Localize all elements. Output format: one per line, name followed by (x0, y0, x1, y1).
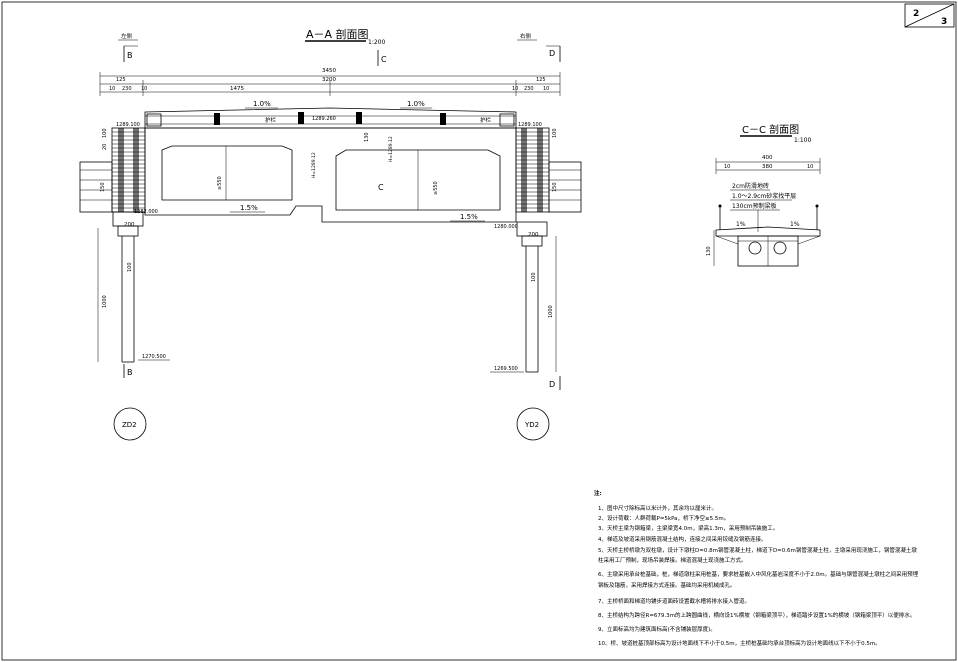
note-7: 7、主桥桥面和梯道均铺步道面砖设置截水槽将排水接入管道。 (598, 597, 750, 605)
note-9: 9、立面标高均为建筑面标高(不含铺装层厚度)。 (598, 625, 716, 633)
dim-550a: ≥550 (217, 176, 223, 190)
section-aa-scale: 1:200 (368, 39, 385, 46)
pier-right-label: YD2 (524, 421, 539, 429)
elev-right-pile: 1269.500 (494, 366, 518, 372)
cut-d-top: D (549, 49, 555, 58)
note-2: 2、设计荷载：人群荷载P=5kPa，桥下净空≥5.5m。 (598, 514, 729, 522)
note-6b: 钢板及锚筋，采用焊接方式连接。基础均采用机械成孔。 (598, 581, 736, 589)
cc-dim-10b: 10 (807, 164, 813, 170)
dim-230b: 230 (524, 86, 534, 92)
cc-slope-left: 1% (736, 221, 746, 228)
slope-left-bottom: 1.5% (240, 204, 258, 212)
elev-left-pile: 1270.500 (142, 354, 166, 360)
left-pier: 200 1282.000 100 1000 1270.500 B (97, 209, 170, 378)
cc-dim-380: 380 (762, 164, 773, 170)
right-pier: 200 1280.000 100 1000 1269.500 D (490, 221, 561, 390)
pier-left-circle (113, 407, 147, 441)
left-stair-tower: 20 100 150 (79, 127, 146, 213)
elev-left-top: 1289.100 (116, 122, 140, 128)
cut-c-mid: C (378, 183, 384, 192)
vert-text-b: H=1289.12 (388, 136, 394, 162)
left-side-label: 左侧 (121, 32, 133, 40)
notes: 注: 1、图中尺寸除标高以米计外，其余均以厘米计。 2、设计荷载：人群荷载P=5… (594, 489, 919, 647)
right-stair-tower: 100 150 (515, 127, 582, 213)
sheet-current: 2 (913, 9, 919, 19)
dim-10b: 10 (141, 86, 147, 92)
dim-10c: 10 (512, 86, 518, 92)
dim-10d: 10 (543, 86, 549, 92)
cut-b-top: B (127, 51, 133, 60)
vert-text-a: H=1289.12 (311, 152, 317, 178)
cc-dim-130: 130 (706, 246, 712, 256)
elev-center-top: 1289.260 (312, 116, 336, 122)
dim-total: 3450 (322, 68, 336, 74)
pier-left-label: ZD2 (122, 421, 137, 429)
section-aa-title: A－A 剖面图 (306, 27, 369, 41)
section-aa: A－A 剖面图 1:200 左侧 右侧 B D C 3450 3200 125 … (79, 27, 582, 441)
dim-10a: 10 (109, 86, 115, 92)
dim-20: 20 (102, 144, 108, 150)
dim-100a: 100 (127, 262, 133, 272)
dim-230a: 230 (122, 86, 132, 92)
dim-200b: 200 (528, 232, 539, 238)
note-4: 4、梯道及坡道采用钢筋混凝土结构，连接之间采用铰缝及钢筋连接。 (598, 535, 767, 543)
dim-100b: 100 (531, 272, 537, 282)
dim-150r: 150 (552, 182, 558, 192)
dim-1475: 1475 (230, 86, 244, 92)
elev-left-bottom: 1282.000 (134, 209, 158, 215)
note-8: 8、主桥结构为跨径R=679.3m的上跨圆曲线，横向设1%横坡（钢箱梁顶平），梯… (598, 611, 915, 619)
slope-right-top: 1.0% (407, 100, 425, 108)
note-3: 3、天桥主梁为钢箱梁，主梁梁宽4.0m，梁高1.3m，采用预制吊装施工。 (598, 524, 778, 532)
cc-dim-10a: 10 (724, 164, 730, 170)
cut-d-bottom: D (549, 380, 555, 389)
note-10: 10、桥、坡道桩基顶部标高为设计地面线下不小于0.5m，主桥桩基础均承台顶标高为… (598, 639, 881, 647)
sheet-number-box: 2 3 (904, 3, 955, 28)
dim-1000b: 1000 (548, 305, 554, 318)
elev-right-bottom: 1280.000 (494, 224, 518, 230)
dim-550b: ≥550 (433, 181, 439, 195)
dim-100d: 100 (552, 128, 558, 138)
dim-100c: 100 (102, 128, 108, 138)
right-side-label: 右侧 (520, 32, 532, 40)
cc-layer3: 130cm预制梁板 (732, 202, 777, 210)
dim-1000a: 1000 (102, 295, 108, 308)
slope-left-top: 1.0% (253, 100, 271, 108)
pier-right-circle (516, 407, 550, 441)
dim-150: 150 (100, 182, 106, 192)
elev-right-top: 1289.100 (518, 122, 542, 128)
cut-c-top: C (381, 55, 387, 64)
note-6: 6、主墩采用承台桩基础，桩，梯道墩柱采用桩基，要求桩基嵌入中风化基岩深度不小于2… (598, 570, 919, 578)
railing-left-label: 护栏 (265, 116, 277, 124)
note-5: 5、天桥主桥桥墩为双柱墩，设计下墩柱D=0.8m钢管混凝土柱，梯道下D=0.6m… (598, 546, 917, 554)
slope-right-bottom: 1.5% (460, 213, 478, 221)
dim-130-deck: 130 (364, 132, 370, 142)
cc-dim-400: 400 (762, 155, 773, 161)
dim-200a: 200 (124, 222, 135, 228)
cc-slope-right: 1% (790, 221, 800, 228)
cc-layer2: 1.0～2.9cm砂浆找平层 (732, 192, 796, 200)
dim-left-125: 125 (116, 77, 126, 83)
sheet-total: 3 (941, 17, 947, 27)
notes-heading: 注: (594, 489, 602, 497)
note-1: 1、图中尺寸除标高以米计外，其余均以厘米计。 (598, 504, 717, 512)
dim-deck: 3200 (322, 77, 336, 83)
section-cc: C－C 剖面图 1:100 400 10 380 10 2cm防滑地砖 1.0～… (706, 123, 821, 267)
cc-layer1: 2cm防滑地砖 (732, 182, 769, 190)
railing-right-label: 护栏 (480, 116, 492, 124)
dim-right-125: 125 (536, 77, 546, 83)
note-5b: 柱采用工厂预制，现场吊装焊接。梯道混凝土现浇施工方式。 (598, 556, 747, 564)
section-cc-scale: 1:100 (794, 137, 811, 144)
section-cc-title: C－C 剖面图 (742, 123, 799, 136)
cut-b-bottom: B (127, 368, 133, 377)
